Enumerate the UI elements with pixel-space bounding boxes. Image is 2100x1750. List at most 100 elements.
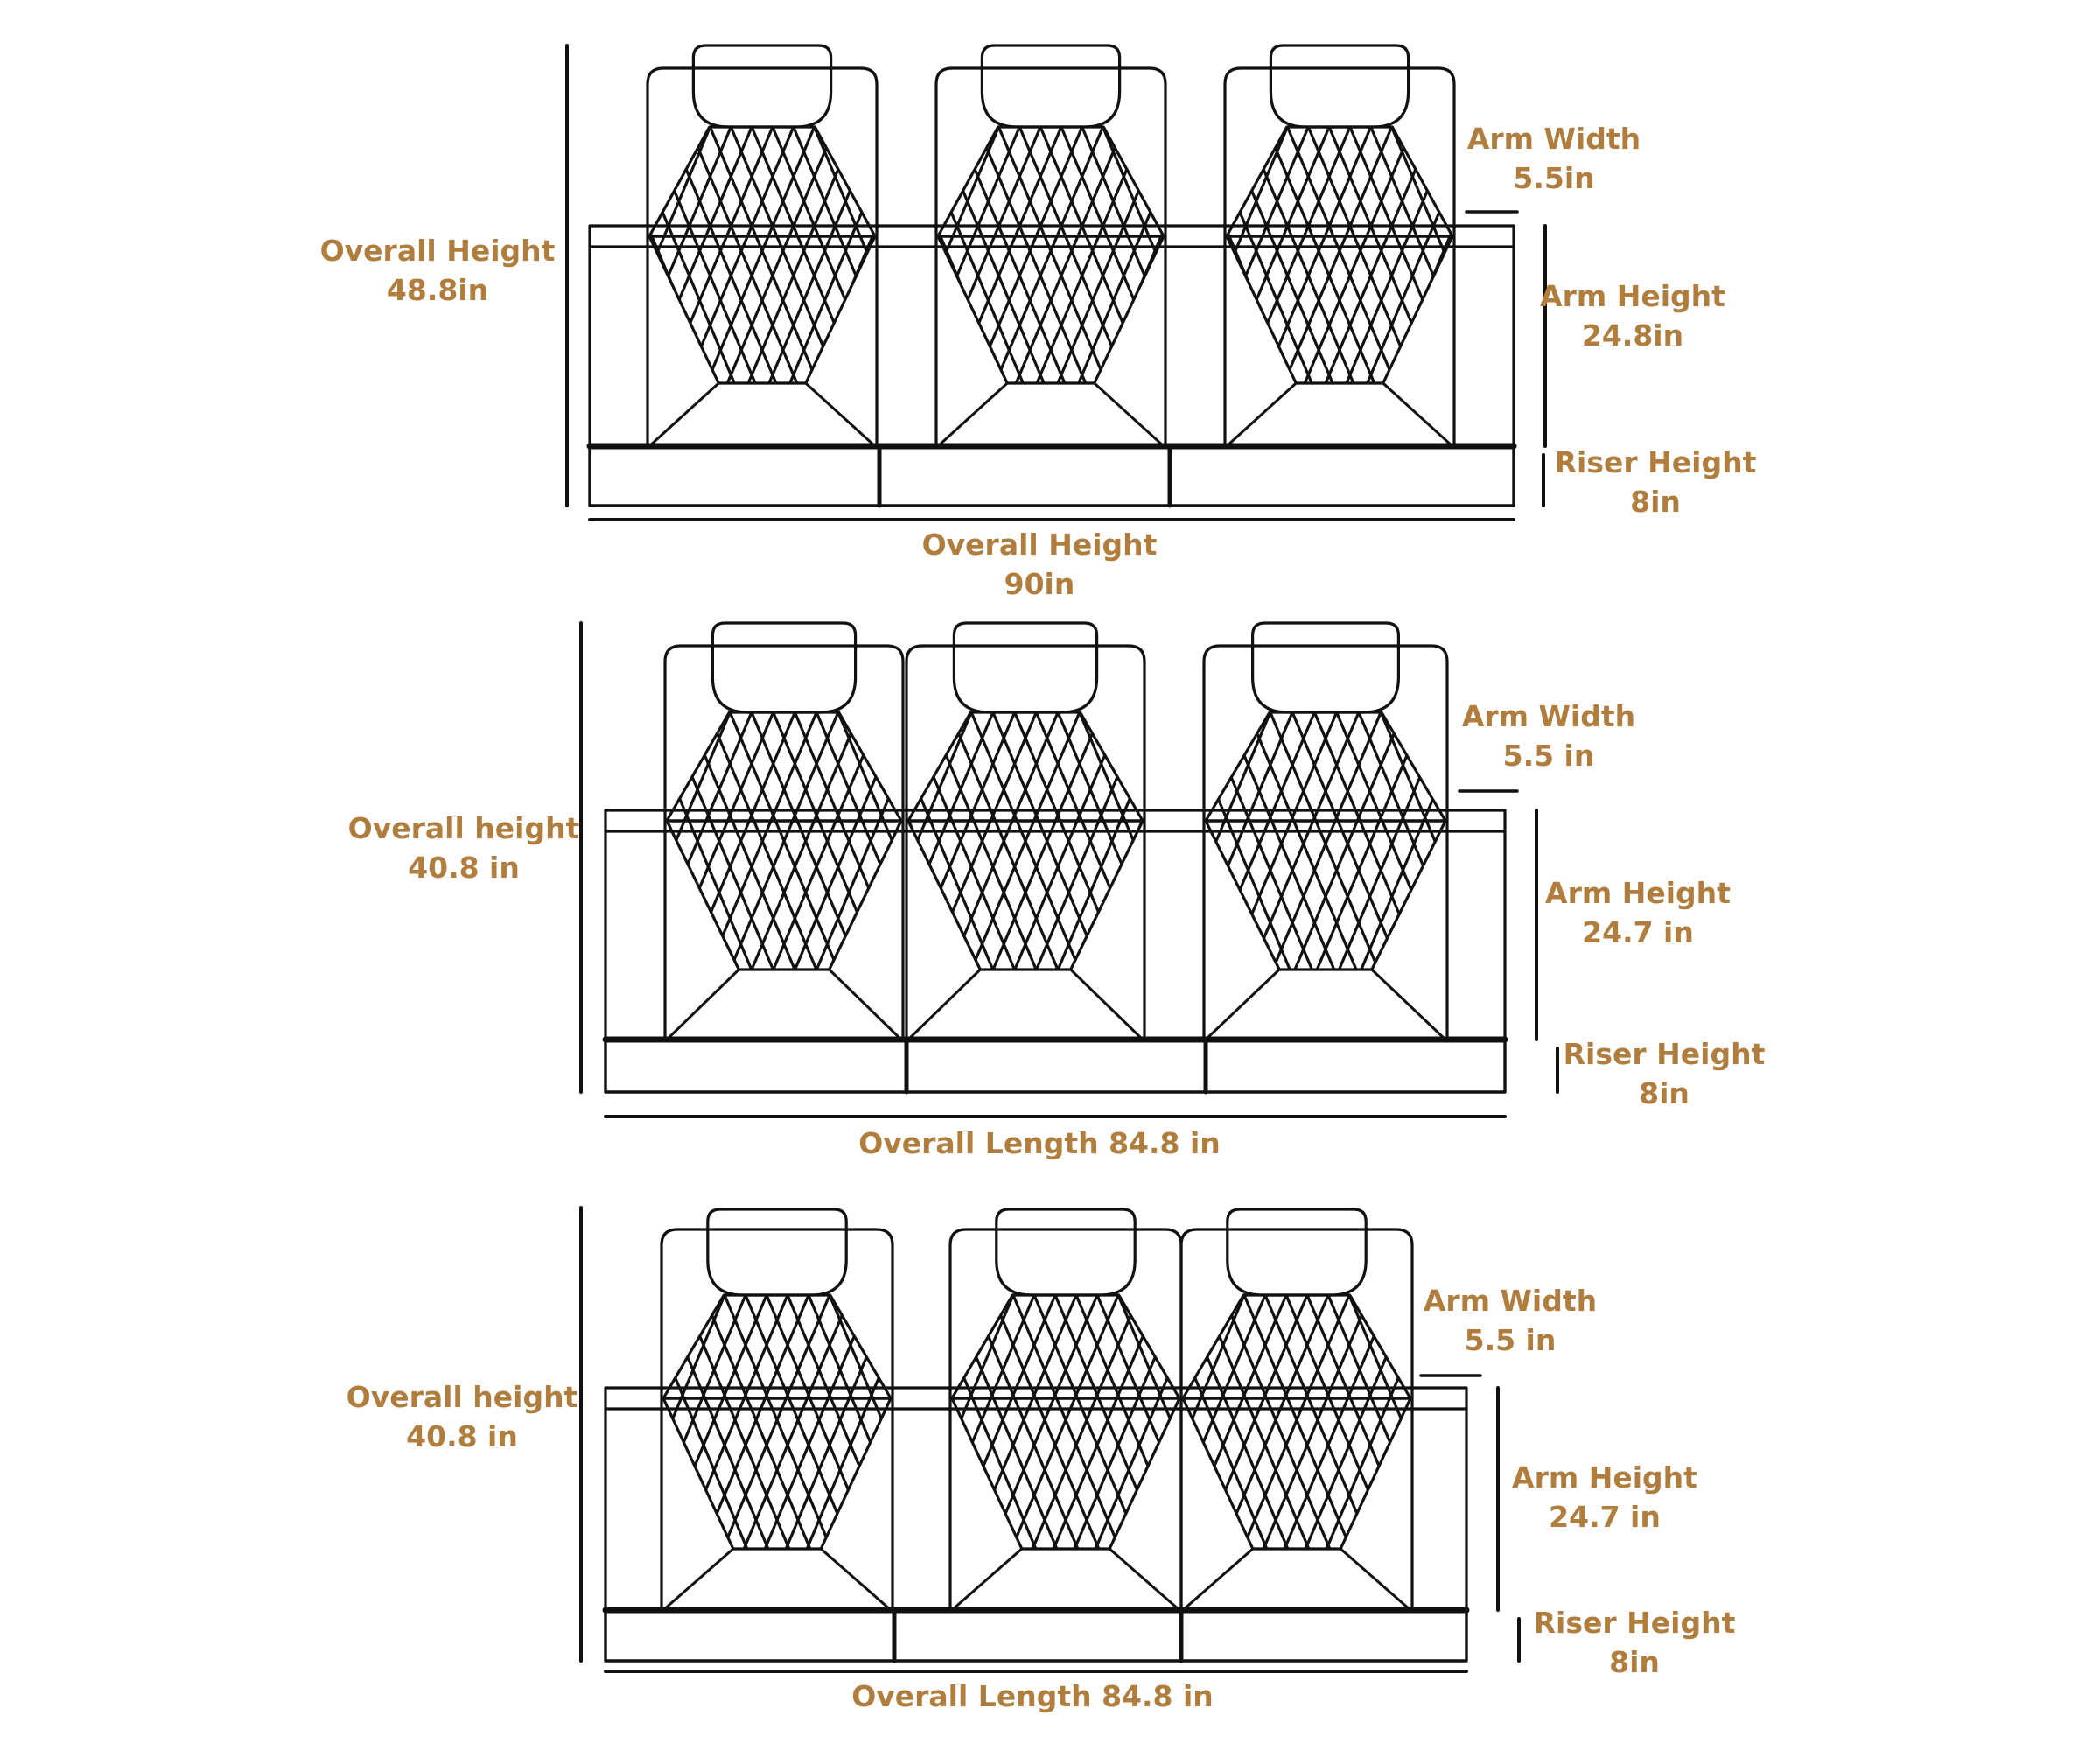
quilt-line	[592, 1295, 698, 1549]
quilt-line	[733, 712, 841, 970]
quilt-line	[777, 712, 885, 970]
headrest	[1269, 44, 1410, 129]
quilt-panel-outline	[936, 125, 1166, 385]
quilt-line	[1106, 127, 1214, 383]
quilt-line	[555, 1295, 662, 1549]
strut-line	[1108, 1547, 1181, 1612]
quilt-line	[828, 1295, 891, 1549]
overall-height-label-line: 48.8in	[387, 273, 488, 307]
quilt-line	[634, 1295, 740, 1549]
quilt-line	[813, 127, 875, 383]
quilt-line	[1033, 712, 1141, 970]
quilt-line	[868, 1295, 891, 1549]
headrest	[691, 44, 833, 129]
quilt-line	[1183, 1295, 1269, 1549]
quilt-line	[1416, 127, 1523, 383]
quilt-line	[1357, 712, 1446, 970]
quilt-line	[1265, 127, 1376, 383]
quilt-line	[663, 1295, 665, 1549]
headrest	[952, 621, 1099, 714]
quilt-line	[582, 712, 690, 970]
quilt-line	[721, 1295, 831, 1549]
quilt-line	[1100, 712, 1143, 970]
headrest	[995, 1208, 1137, 1297]
quilt-line	[786, 1295, 891, 1549]
quilt-line	[604, 712, 711, 970]
quilt-line	[1027, 712, 1135, 970]
quilt-line	[684, 127, 795, 383]
quilt-line	[833, 127, 875, 383]
quilt-line	[858, 712, 901, 970]
quilt-line	[742, 1295, 852, 1549]
backrest-outline	[1180, 1228, 1414, 1612]
quilt-line	[668, 712, 776, 970]
quilt-line	[540, 127, 648, 383]
quilt-line	[1315, 712, 1427, 970]
backrest-outline	[660, 1228, 894, 1612]
strut-line	[1339, 1547, 1412, 1612]
quilt-line	[1206, 712, 1313, 970]
quilt-line	[952, 1295, 975, 1549]
quilt-line	[1664, 1295, 1771, 1549]
quilt-line	[663, 1295, 707, 1549]
quilt-line	[1012, 1295, 1122, 1549]
strut-line	[950, 1547, 1024, 1612]
quilt-line	[1054, 1295, 1164, 1549]
quilt-line	[1206, 712, 1250, 970]
quilt-line	[792, 127, 875, 383]
quilt-line	[765, 1295, 875, 1549]
quilt-line	[1076, 712, 1184, 970]
quilt-line	[1227, 127, 1251, 383]
quilt-line	[1077, 127, 1164, 383]
quilt-line	[1054, 712, 1162, 970]
quilt-line	[1010, 1295, 1120, 1549]
quilt-line	[1227, 127, 1310, 383]
quilt-line	[1014, 127, 1125, 383]
quilt-line	[973, 127, 1084, 383]
strut-line	[1093, 382, 1166, 448]
quilt-line	[1076, 712, 1184, 970]
riser-height-label-line: Riser Height	[1555, 445, 1757, 480]
quilt-line	[1685, 1295, 1792, 1549]
backrest-outline	[905, 644, 1146, 1041]
quilt-line	[1285, 127, 1396, 383]
strut-line	[828, 968, 903, 1041]
quilt-line	[536, 1295, 642, 1549]
quilt-line	[1367, 1295, 1410, 1549]
quilt-line	[728, 712, 840, 970]
quilt-line	[1253, 712, 1361, 970]
quilt-line	[1141, 712, 1249, 970]
quilt-line	[649, 127, 691, 383]
quilt-line	[647, 712, 754, 970]
quilt-line	[1007, 712, 1115, 970]
quilt-line	[1395, 127, 1502, 383]
arm-width-label-line: Arm Width	[1467, 122, 1641, 156]
quilt-line	[1085, 127, 1193, 383]
quilt-line	[663, 1295, 686, 1549]
arm-height-label-line: Arm Height	[1540, 279, 1726, 313]
quilt-line	[1247, 712, 1358, 970]
quilt-line	[1735, 712, 1843, 970]
backrest-outline	[1223, 66, 1456, 448]
quilt-line	[1206, 712, 1292, 970]
riser-height-label-line: 8in	[1639, 1076, 1690, 1110]
quilt-line	[888, 127, 996, 383]
backrest-outline	[663, 644, 905, 1041]
quilt-line	[1206, 712, 1294, 970]
quilt-line	[1032, 712, 1140, 970]
quilt-line	[1726, 127, 1833, 383]
quilt-line	[1401, 712, 1446, 970]
quilt-line	[938, 127, 980, 383]
quilt-line	[1052, 1295, 1162, 1549]
quilt-line	[663, 1295, 768, 1549]
overall-length-label: Overall Length 84.8 in	[851, 1679, 1214, 1713]
quilt-line	[1704, 127, 1812, 383]
quilt-line	[534, 1295, 640, 1549]
quilt-line	[1366, 127, 1452, 383]
